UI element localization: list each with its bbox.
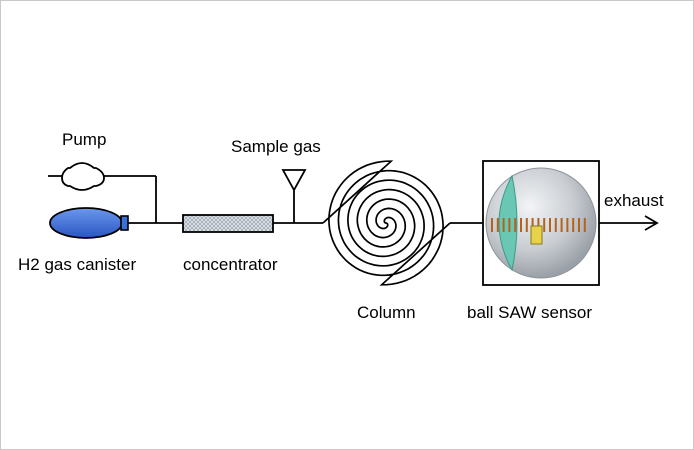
canister-icon	[49, 207, 123, 239]
funnel-icon	[281, 169, 307, 192]
pump	[48, 162, 157, 223]
ball-saw-sensor-label: ball SAW sensor	[467, 303, 592, 322]
sensor-chip	[530, 225, 543, 245]
h2-canister-label: H2 gas canister	[18, 255, 136, 274]
exhaust-arrow-icon	[644, 215, 659, 231]
pump-label: Pump	[62, 130, 106, 149]
h2-canister	[49, 207, 183, 239]
pump-icon	[61, 162, 105, 191]
ball-face	[498, 174, 518, 272]
ball-saw-sensor	[482, 160, 600, 286]
concentrator-label: concentrator	[183, 255, 278, 274]
canister-valve	[120, 215, 129, 231]
sample-gas-inlet	[281, 169, 307, 223]
exhaust	[599, 215, 659, 231]
sample-gas-label: Sample gas	[231, 137, 321, 156]
electrode-ring	[491, 218, 586, 232]
concentrator	[182, 214, 323, 233]
column	[322, 160, 483, 286]
column-label: Column	[357, 303, 416, 322]
concentrator-tube	[182, 214, 274, 233]
exhaust-label: exhaust	[604, 191, 664, 210]
column-spiral	[322, 160, 451, 286]
